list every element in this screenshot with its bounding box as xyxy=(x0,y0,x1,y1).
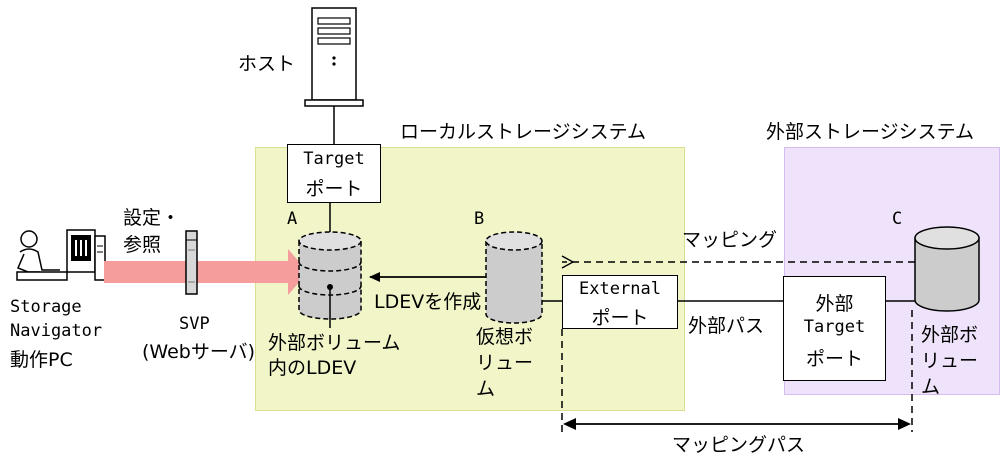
target-port-label-1: Target xyxy=(303,149,365,169)
ext-target-label-3: ポート xyxy=(805,348,863,370)
ext-vol-ldev-label-2: 内のLDEV xyxy=(268,357,357,379)
user-at-pc-icon xyxy=(16,229,106,281)
ext-volume-label-1: 外部ボ xyxy=(921,324,979,346)
settings-label-2: 参照 xyxy=(123,234,162,256)
mapping-path-label: マッピングパス xyxy=(672,434,806,456)
external-port-label-1: External xyxy=(579,279,661,299)
external-port-box: External ポート xyxy=(562,275,678,329)
storage-nav-label-3: 動作PC xyxy=(10,349,73,371)
target-port-label-2: ポート xyxy=(305,178,363,200)
virtual-vol-label-3: ム xyxy=(476,378,496,400)
external-system-label: 外部ストレージシステム xyxy=(766,121,975,143)
ext-target-label-2: Target xyxy=(803,317,866,337)
cylinder-c-icon xyxy=(914,226,980,312)
create-ldev-label: LDEVを作成 xyxy=(374,291,482,313)
mapping-label: マッピング xyxy=(682,229,778,251)
host-server-icon xyxy=(304,7,364,107)
ext-volume-label-2: リュー xyxy=(921,350,979,372)
ext-volume-label-3: ム xyxy=(921,376,941,398)
virtual-vol-label-1: 仮想ボ xyxy=(476,326,534,348)
svp-label-2: (Webサーバ) xyxy=(142,341,256,363)
storage-nav-label-2: Navigator xyxy=(10,321,103,341)
settings-label-1: 設定・ xyxy=(123,207,181,229)
target-port-box: Target ポート xyxy=(287,144,381,203)
host-label: ホスト xyxy=(238,53,296,75)
ext-target-port-box: 外部 Target ポート xyxy=(783,276,886,381)
local-system-label: ローカルストレージシステム xyxy=(400,121,647,143)
cylinder-a-icon xyxy=(298,231,362,328)
external-port-label-2: ポート xyxy=(591,307,649,329)
virtual-vol-label-2: リュー xyxy=(476,352,534,374)
svp-label-1: SVP xyxy=(179,314,210,334)
ext-target-label-1: 外部 xyxy=(815,293,854,315)
letter-a: A xyxy=(287,209,298,229)
letter-c: C xyxy=(892,209,903,229)
svp-server-icon xyxy=(185,230,198,295)
storage-nav-label-1: Storage xyxy=(10,297,82,317)
cylinder-b-icon xyxy=(485,231,543,324)
letter-b: B xyxy=(474,209,485,229)
external-path-label: 外部パス xyxy=(688,315,765,337)
ext-vol-ldev-label-1: 外部ボリューム xyxy=(268,332,401,354)
